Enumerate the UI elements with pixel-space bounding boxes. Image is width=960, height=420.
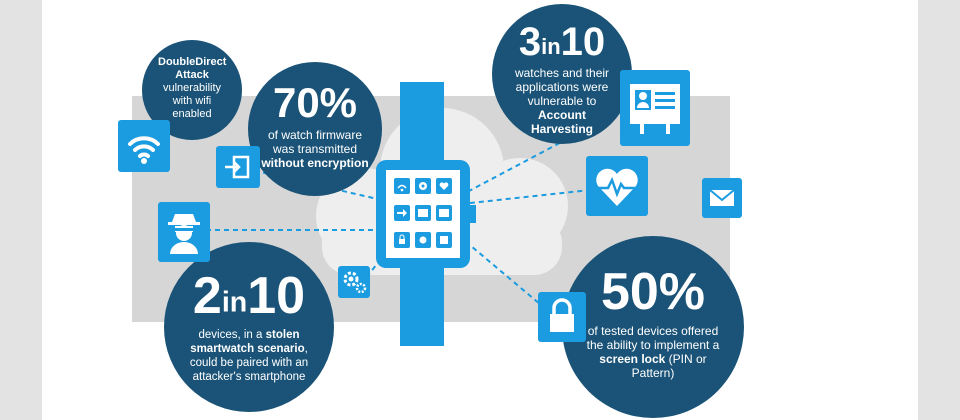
harvest-desc: watches and their applications were vuln… [492,62,632,136]
screen-lock-desc: of tested devices offered the ability to… [562,318,744,380]
screen-lock-desc-text: of tested devices offered the ability to… [586,324,720,352]
stolen-ratio-den: 10 [247,267,306,325]
stolen-stat-circle: 2in10 devices, in a stolen smartwatch sc… [164,242,334,412]
screen-lock-desc-bold: screen lock [599,352,666,366]
screen-lock-percent: 50% [600,263,706,321]
stolen-desc: devices, in a stolen smartwatch scenario… [164,322,334,384]
firmware-percent: 70% [272,79,358,126]
harvest-stat-circle: 3in10 watches and their applications wer… [492,4,632,144]
padlock-icon [538,292,586,342]
wifi-icon [118,120,170,172]
screen-lock-stat-circle: 50% of tested devices offered the abilit… [562,236,744,418]
firmware-stat-circle: 70% of watch firmware was transmitted wi… [248,62,382,196]
harvest-ratio-den: 10 [560,20,606,64]
harvest-ratio: 3in10 [492,22,632,62]
stolen-desc-tail: , could be paired with an attacker's sma… [189,343,309,383]
harvest-desc-bold: Account Harvesting [530,108,594,136]
login-arrow-icon [216,146,260,188]
contact-card-icon [620,70,690,146]
stolen-ratio-in: in [221,286,248,319]
screen-lock-desc-tail: (PIN or Pattern) [631,352,707,380]
harvest-desc-text: watches and their applications were vuln… [514,66,610,108]
stolen-ratio: 2in10 [164,270,334,322]
infographic-canvas: DoubleDirect Attack vulnerability with w… [42,0,918,420]
mail-icon [702,178,742,218]
heart-rate-icon [586,156,648,216]
firmware-desc-bold: without encryption [261,156,369,170]
harvest-ratio-num: 3 [518,20,542,64]
hacker-icon [158,202,210,262]
firmware-desc: of watch firmware was transmitted withou… [248,124,382,170]
stolen-ratio-num: 2 [192,267,222,325]
doubledirect-desc: vulnerability with wifi enabled [162,82,222,120]
stolen-desc-text: devices, in a [198,329,266,341]
smartwatch-icon [376,82,476,346]
harvest-ratio-in: in [541,33,561,59]
doubledirect-title: DoubleDirect Attack [158,56,227,81]
firmware-desc-text: of watch firmware was transmitted [267,128,363,156]
gear-icon [338,266,370,298]
stolen-desc-bold: stolen smartwatch scenario [190,329,305,355]
